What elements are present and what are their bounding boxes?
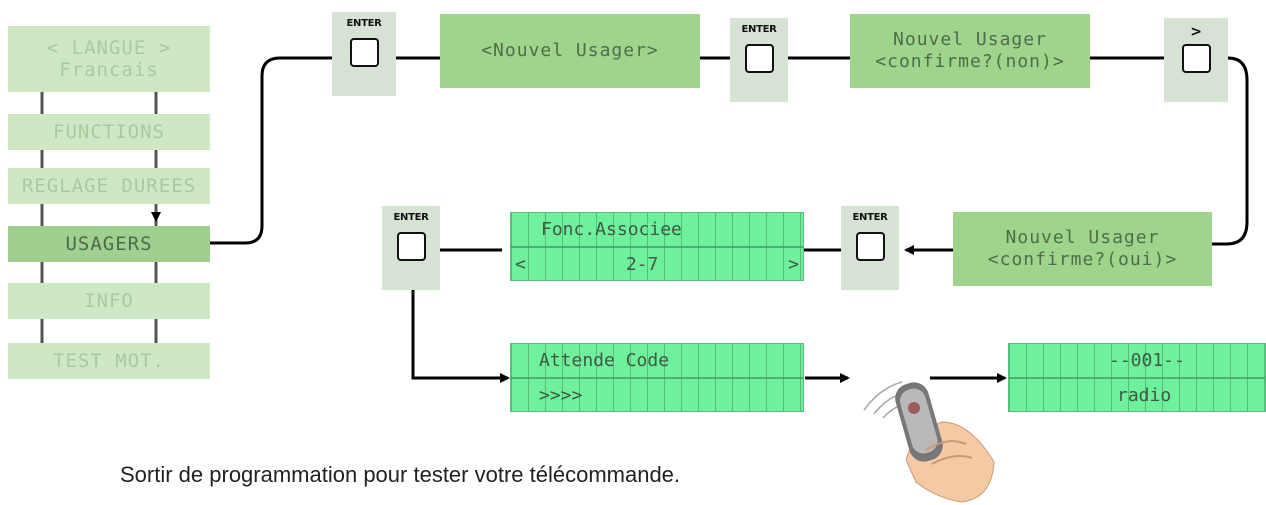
next-button[interactable]: > — [1164, 18, 1228, 102]
menu-item-reglage[interactable]: REGLAGE DUREES — [8, 168, 210, 204]
display-fonc-line1: Fonc.Associee — [541, 219, 682, 240]
menu-item-langue-value: Francais — [59, 59, 159, 81]
menu-item-functions[interactable]: FUNCTIONS — [8, 114, 210, 150]
menu-item-langue-label: < LANGUE > — [46, 37, 172, 59]
display-attende-line2: >>>> — [539, 385, 583, 406]
button-key-icon — [855, 232, 885, 261]
connector-next-oui — [1212, 56, 1249, 246]
display-confirm-non-line2: <confirme?(non)> — [875, 51, 1065, 72]
display-confirm-oui-line1: Nouvel Usager — [1005, 227, 1160, 248]
button-key-icon — [1181, 44, 1211, 73]
display-attende-row1: Attende Code — [511, 344, 803, 377]
display-radio-row1: --001-- — [1009, 344, 1265, 377]
display-fonc-value: 2-7 — [625, 254, 659, 275]
button-key-icon — [396, 232, 426, 261]
display-fonc-row1: Fonc.Associee — [511, 213, 803, 246]
display-nouvel-usager-text: <Nouvel Usager> — [481, 40, 659, 61]
display-radio-row2: radio — [1009, 379, 1265, 412]
remote-control-icon — [863, 381, 995, 503]
enter-button-label: ENTER — [741, 24, 777, 35]
enter-button-2[interactable]: ENTER — [730, 18, 788, 102]
display-attende-row2: >>>> — [511, 379, 803, 412]
display-fonc-left: < — [515, 254, 526, 275]
display-confirm-non-line1: Nouvel Usager — [893, 29, 1047, 50]
enter-button-label: ENTER — [346, 18, 382, 29]
enter-button-3[interactable]: ENTER — [841, 206, 899, 290]
next-button-label: > — [1190, 24, 1202, 40]
menu-item-usagers[interactable]: USAGERS — [8, 226, 210, 262]
instruction-caption: Sortir de programmation pour tester votr… — [120, 462, 681, 487]
display-radio-line2: radio — [1117, 385, 1172, 406]
display-nouvel-usager: <Nouvel Usager> — [440, 14, 700, 88]
menu-item-test[interactable]: TEST MOT. — [8, 343, 210, 379]
enter-button-label: ENTER — [393, 212, 429, 223]
display-confirm-oui-line2: <confirme?(oui)> — [987, 249, 1178, 270]
button-key-icon — [744, 44, 774, 73]
enter-button-4[interactable]: ENTER — [382, 206, 440, 290]
display-confirm-oui: Nouvel Usager <confirme?(oui)> — [953, 212, 1212, 286]
display-radio-line1: --001-- — [1109, 350, 1185, 371]
display-attende-line1: Attende Code — [539, 350, 670, 371]
display-fonc-row2: < 2-7 > — [511, 248, 803, 281]
enter-button-label: ENTER — [852, 212, 888, 223]
display-radio: --001-- radio — [1008, 343, 1266, 412]
display-confirm-non: Nouvel Usager <confirme?(non)> — [850, 14, 1090, 88]
menu-item-langue[interactable]: < LANGUE > Francais — [8, 26, 210, 92]
connector-enter4-attende — [411, 282, 510, 383]
enter-button-1[interactable]: ENTER — [332, 12, 396, 96]
button-key-icon — [349, 38, 379, 67]
display-attende-code: Attende Code >>>> — [510, 343, 804, 412]
display-fonc-right: > — [788, 254, 799, 275]
connector-usagers-enter — [210, 56, 332, 245]
display-fonc-associee: Fonc.Associee < 2-7 > — [510, 212, 804, 281]
menu-item-info[interactable]: INFO — [8, 283, 210, 319]
